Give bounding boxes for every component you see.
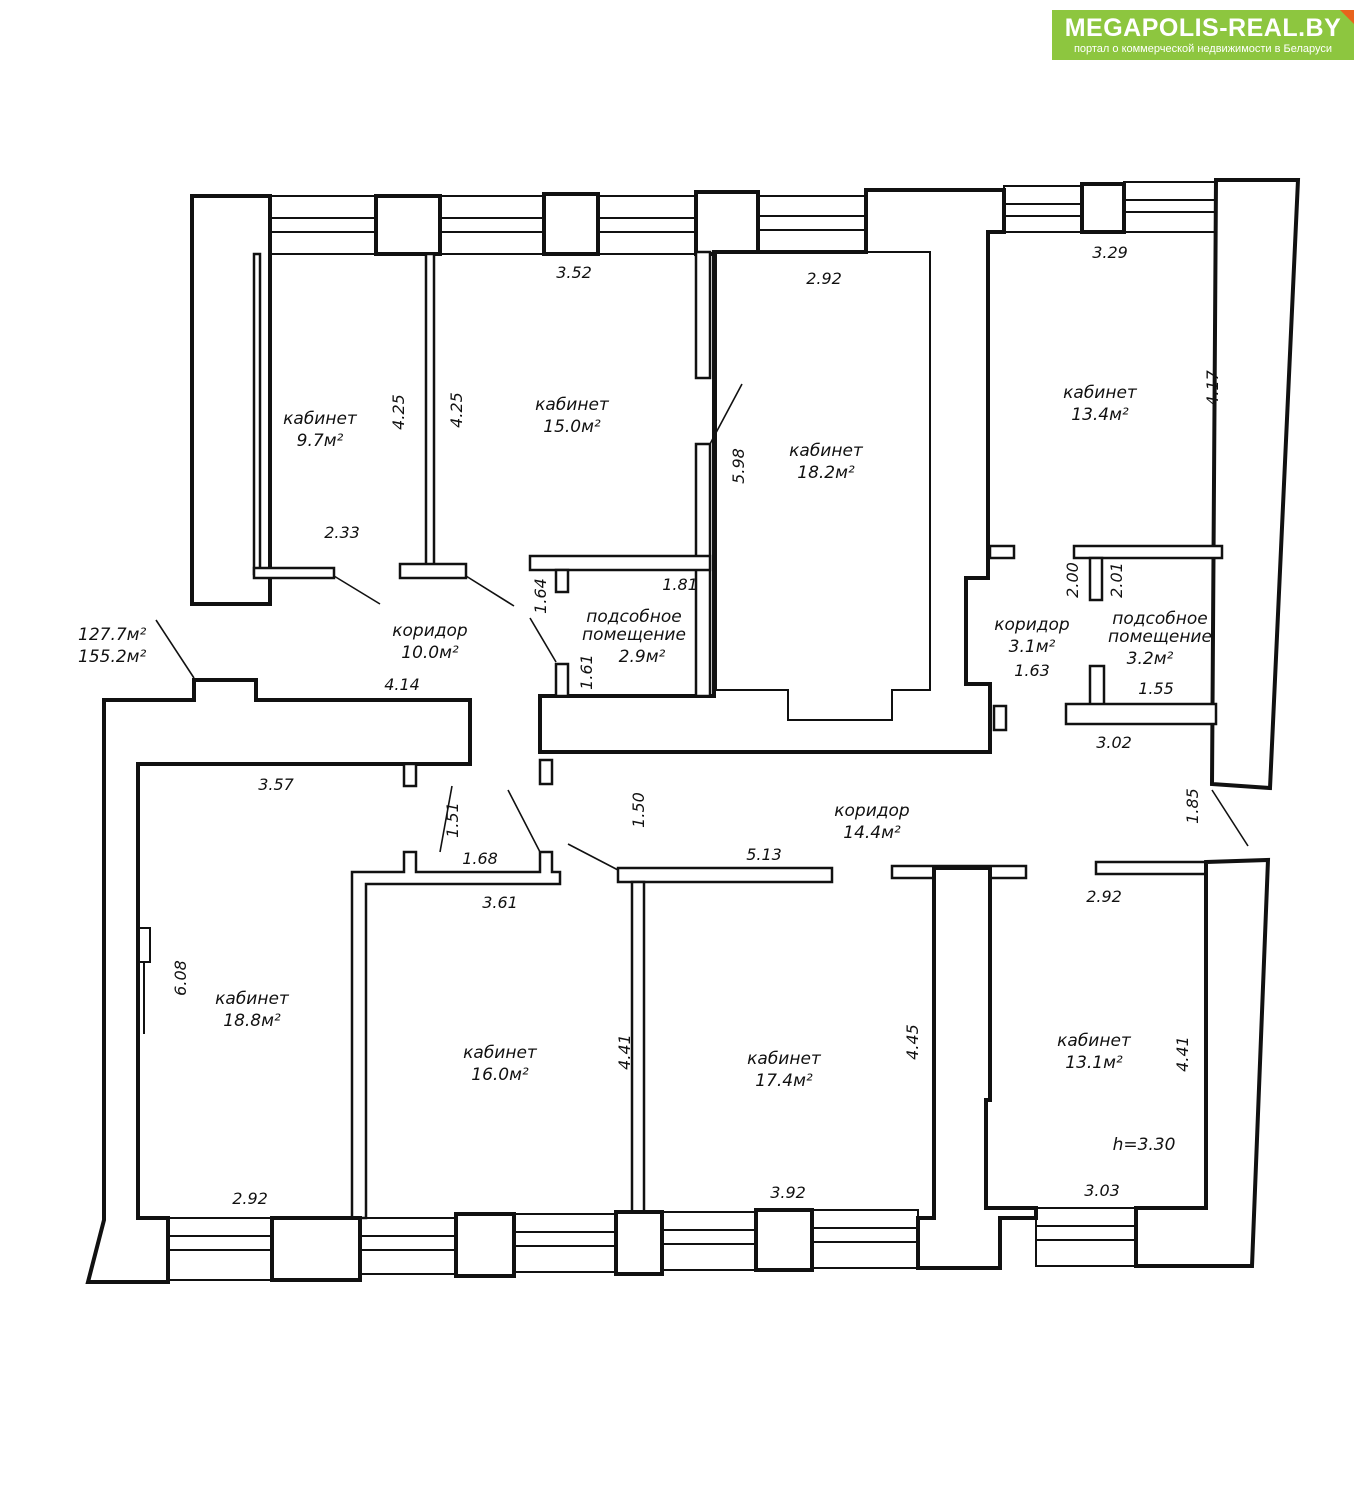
dimension: 1.85 — [1183, 788, 1202, 824]
dimension: 2.00 — [1063, 562, 1082, 598]
dimension: 3.02 — [1096, 733, 1132, 752]
room-area: 18.2м² — [797, 463, 855, 483]
lower-block — [85, 678, 1271, 1284]
dimension: 6.08 — [171, 960, 190, 996]
room-name: коридор — [834, 801, 910, 821]
dimension: 3.29 — [1092, 243, 1128, 262]
top-wall — [190, 178, 1301, 791]
upper-partitions — [252, 250, 1224, 786]
room-name: кабинет — [1057, 1031, 1132, 1051]
dimension: 1.68 — [462, 849, 498, 868]
ceiling-height: h=3.30 — [1113, 1135, 1176, 1155]
total-area-1: 127.7м² — [78, 625, 146, 645]
room-office-1: кабинет 9.7м² — [283, 409, 358, 451]
room-area: 18.8м² — [223, 1011, 281, 1031]
dimension: 3.92 — [770, 1183, 806, 1202]
total-area-2: 155.2м² — [78, 647, 146, 667]
room-corridor-1: коридор 10.0м² — [392, 621, 468, 663]
room-office-2: кабинет 15.0м² — [535, 395, 610, 437]
room-area: 17.4м² — [755, 1071, 813, 1091]
room-utility-1: подсобное помещение 2.9м² — [582, 607, 686, 667]
room-office-5: кабинет 18.8м² — [215, 989, 290, 1031]
room-corridor-2: коридор 3.1м² — [994, 615, 1070, 657]
room-name: кабинет — [283, 409, 358, 429]
dimension: 3.57 — [258, 775, 294, 794]
room-name: кабинет — [747, 1049, 822, 1069]
dimension: 1.63 — [1014, 661, 1050, 680]
dimension: 1.61 — [577, 654, 596, 690]
room-area: 3.1м² — [1009, 637, 1056, 657]
room-name-2: помещение — [1108, 627, 1212, 647]
dimension: 1.81 — [662, 575, 698, 594]
room-name: коридор — [994, 615, 1070, 635]
dimension: 3.52 — [556, 263, 592, 282]
room-utility-2: подсобное помещение 3.2м² — [1108, 609, 1212, 669]
room-office-8: кабинет 13.1м² — [1057, 1031, 1132, 1073]
dimension: 2.92 — [806, 269, 842, 288]
room-area: 10.0м² — [401, 643, 459, 663]
dimension: 4.41 — [615, 1034, 634, 1070]
brand-title: MEGAPOLIS-REAL.BY — [1064, 14, 1342, 42]
dimension: 2.92 — [1086, 887, 1122, 906]
dimension: 4.45 — [903, 1024, 922, 1060]
room-corridor-3: коридор 14.4м² — [834, 801, 910, 843]
room-name-2: помещение — [582, 625, 686, 645]
room-office-3: кабинет 18.2м² — [789, 441, 864, 483]
room-office-7: кабинет 17.4м² — [747, 1049, 822, 1091]
room-name: кабинет — [535, 395, 610, 415]
dimension: 4.17 — [1203, 369, 1222, 405]
room-area: 13.4м² — [1071, 405, 1129, 425]
dimension: 4.14 — [384, 675, 420, 694]
room-area: 15.0м² — [543, 417, 601, 437]
room-area: 3.2м² — [1127, 649, 1174, 669]
dimension: 1.50 — [629, 792, 648, 828]
room-name: кабинет — [215, 989, 290, 1009]
room-area: 14.4м² — [843, 823, 901, 843]
room-name: подсобное — [1112, 609, 1207, 629]
room-office-6: кабинет 16.0м² — [463, 1043, 538, 1085]
dimension: 1.51 — [443, 802, 462, 838]
dimension: 2.01 — [1107, 562, 1126, 598]
room-area: 13.1м² — [1065, 1053, 1123, 1073]
room-name: кабинет — [789, 441, 864, 461]
room-area: 2.9м² — [619, 647, 666, 667]
dimension: 4.41 — [1173, 1036, 1192, 1072]
door-swings — [155, 383, 1249, 871]
dimension: 2.33 — [324, 523, 360, 542]
room-name: кабинет — [463, 1043, 538, 1063]
dimension: 4.25 — [389, 394, 408, 430]
room-labels: кабинет 9.7м² кабинет 15.0м² кабинет 18.… — [215, 383, 1212, 1155]
room-area: 16.0м² — [471, 1065, 529, 1085]
total-areas: 127.7м² 155.2м² — [78, 625, 146, 667]
dimension-labels: 3.52 2.92 3.29 4.25 4.25 5.98 4.17 2.33 … — [171, 243, 1222, 1208]
dimension: 1.55 — [1138, 679, 1174, 698]
dimension: 4.25 — [447, 392, 466, 428]
megapolis-logo-banner[interactable]: MEGAPOLIS-REAL.BY портал о коммерческой … — [1052, 10, 1354, 60]
dimension: 3.03 — [1084, 1181, 1120, 1200]
room-name: кабинет — [1063, 383, 1138, 403]
room-name: коридор — [392, 621, 468, 641]
room-area: 9.7м² — [297, 431, 344, 451]
dimension: 5.13 — [746, 845, 782, 864]
brand-subtitle: портал о коммерческой недвижимости в Бел… — [1073, 43, 1333, 55]
dimension: 2.92 — [232, 1189, 268, 1208]
room-office-4: кабинет 13.4м² — [1063, 383, 1138, 425]
corner-flag-icon — [1340, 10, 1354, 24]
dimension: 3.61 — [482, 893, 518, 912]
dimension: 5.98 — [729, 448, 748, 484]
room-name: подсобное — [586, 607, 681, 627]
dimension: 1.64 — [531, 578, 550, 614]
